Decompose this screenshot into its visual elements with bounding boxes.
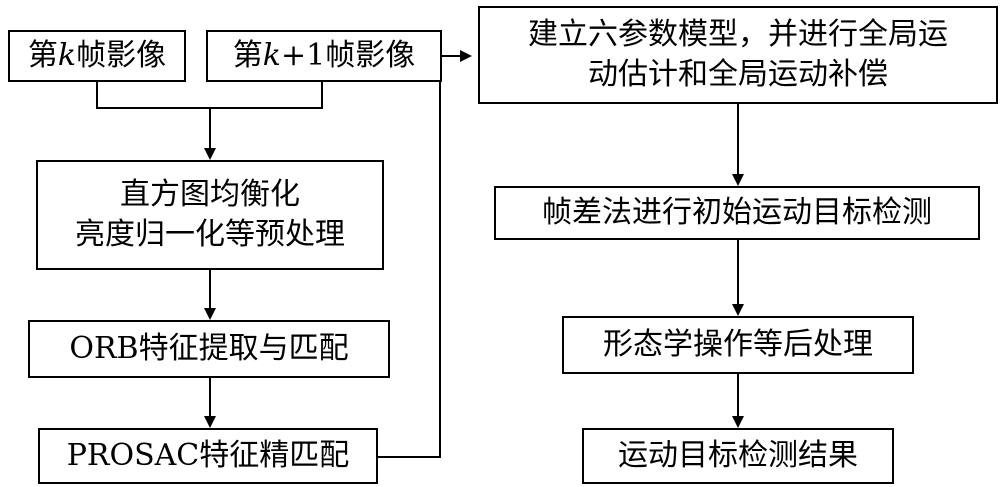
model-box: 建立六参数模型，并进行全局运 动估计和全局运动补偿 [478, 6, 998, 104]
orb-box: ORB特征提取与匹配 [28, 320, 390, 378]
preprocess-line1: 直方图均衡化 [120, 177, 300, 212]
model-line1: 建立六参数模型，并进行全局运 [528, 17, 948, 52]
preprocess-box: 直方图均衡化 亮度归一化等预处理 [36, 160, 384, 270]
morph-box: 形态学操作等后处理 [562, 316, 914, 374]
result-box: 运动目标检测结果 [582, 428, 894, 484]
prosac-box: PROSAC特征精匹配 [38, 428, 378, 484]
frame-diff-label: 帧差法进行初始运动目标检测 [542, 195, 932, 230]
frame-k-plus-1-box: 第k+1帧影像 [206, 30, 442, 82]
prosac-label: PROSAC特征精匹配 [66, 438, 350, 473]
preprocess-line2: 亮度归一化等预处理 [75, 217, 345, 252]
orb-label: ORB特征提取与匹配 [69, 331, 349, 366]
frame-k-box: 第k帧影像 [8, 30, 186, 82]
model-line2: 动估计和全局运动补偿 [588, 57, 888, 92]
frame-diff-box: 帧差法进行初始运动目标检测 [494, 186, 980, 240]
result-label: 运动目标检测结果 [618, 438, 858, 473]
arrow-prosac-to-model [378, 50, 472, 458]
morph-label: 形态学操作等后处理 [603, 327, 873, 362]
merge-connector [96, 82, 323, 109]
